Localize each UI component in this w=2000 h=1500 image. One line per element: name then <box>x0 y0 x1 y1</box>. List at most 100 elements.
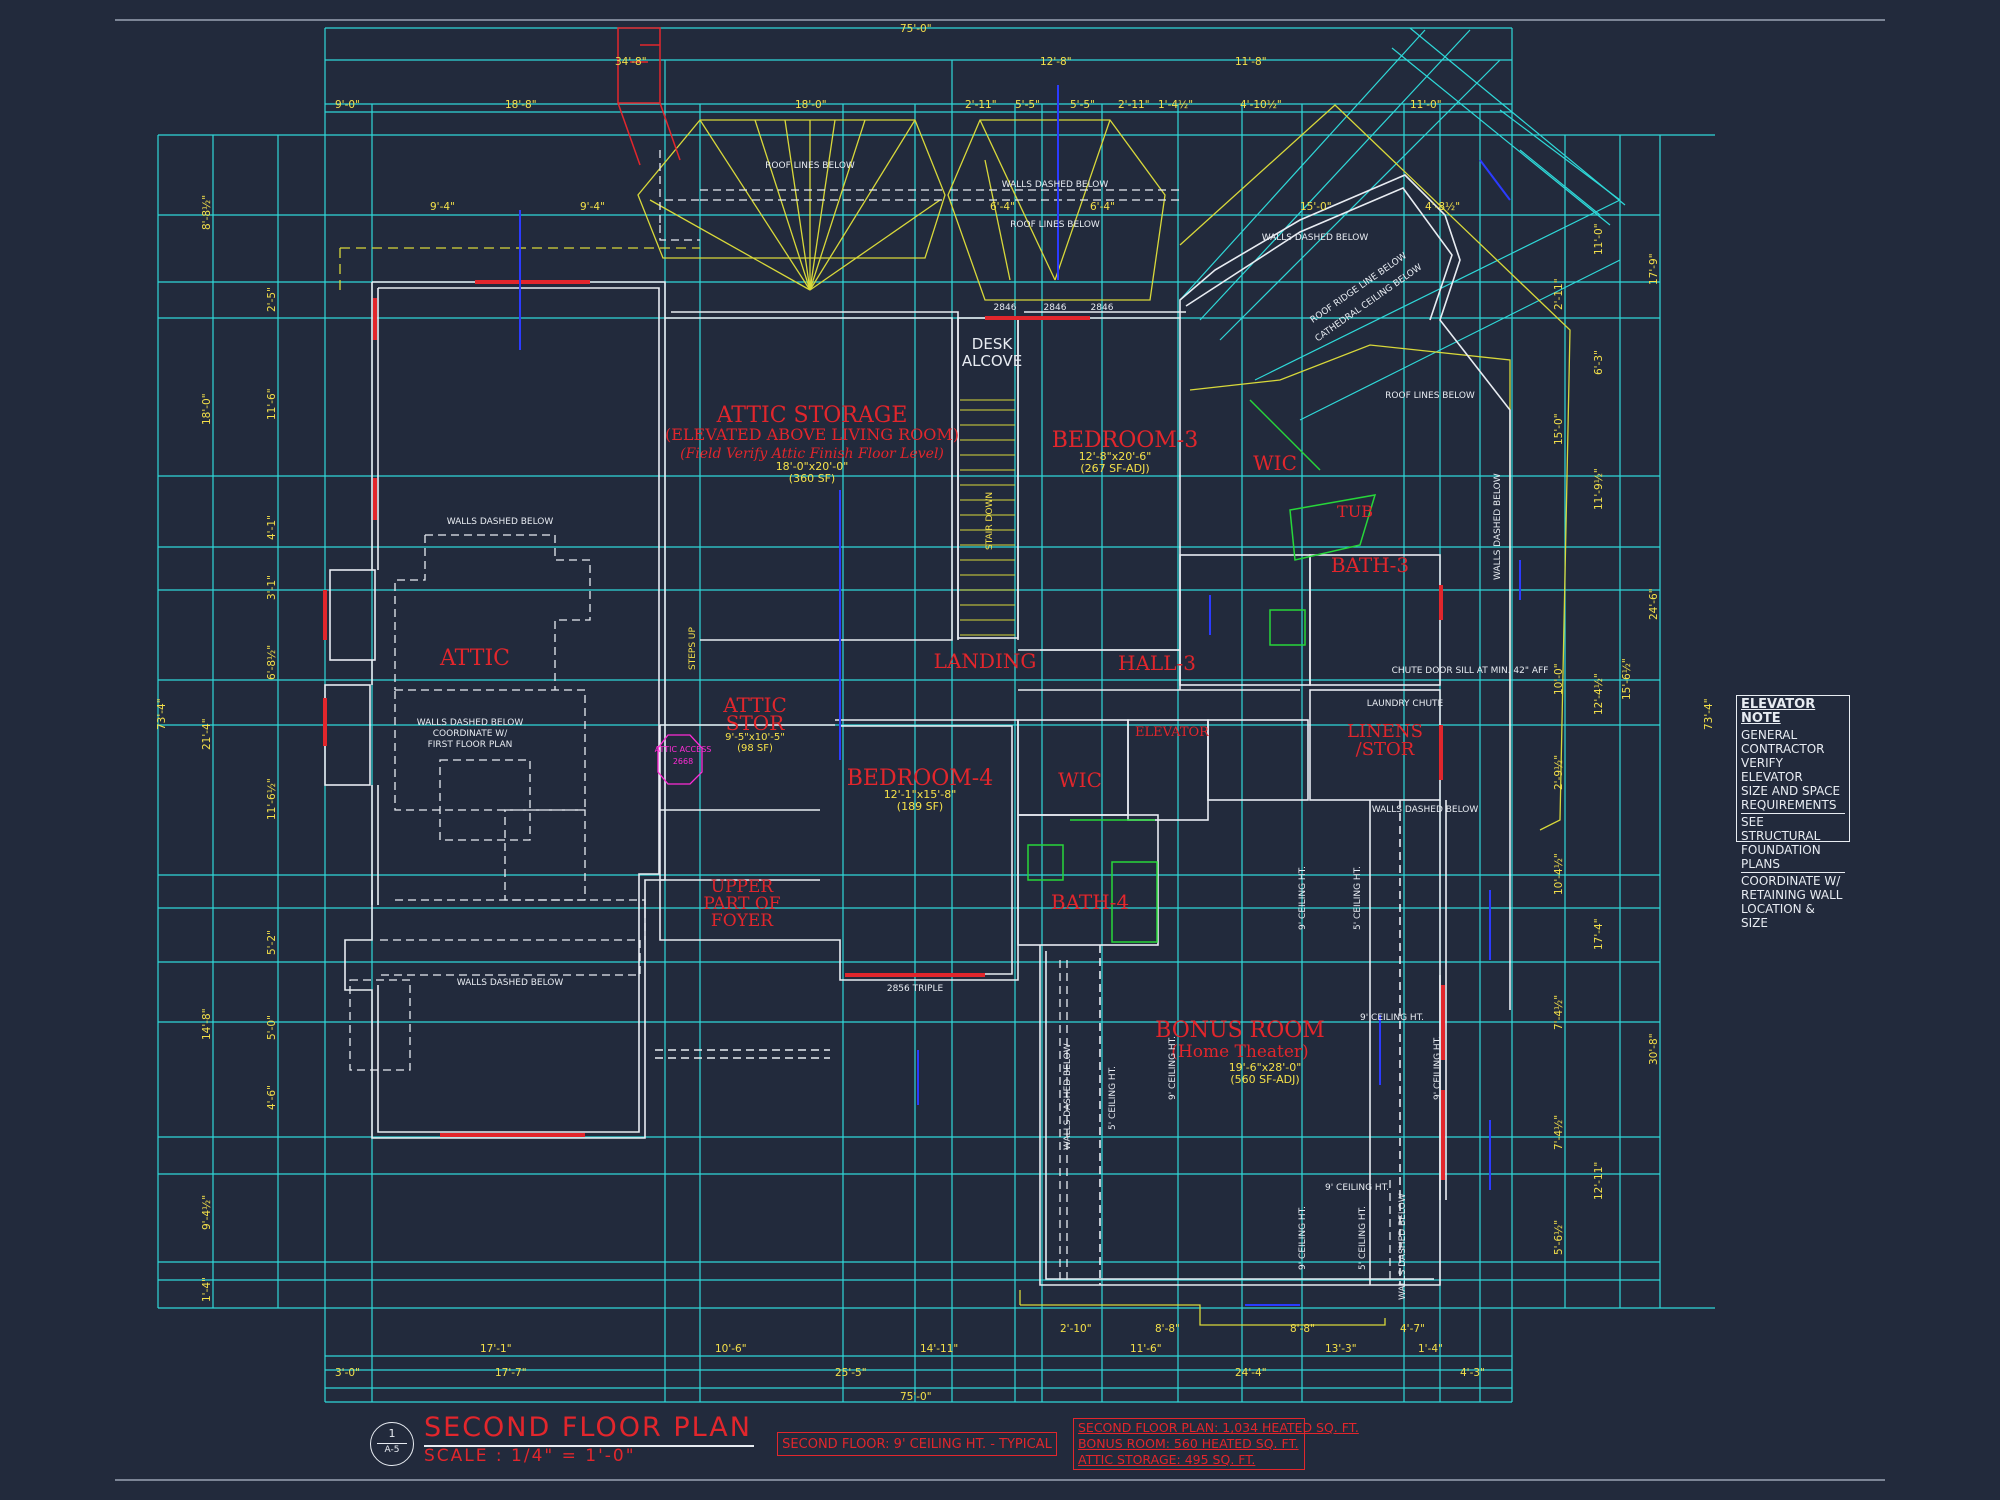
note-roof-lines-1: ROOF LINES BELOW <box>765 161 855 171</box>
dim-text: 9'-0" <box>335 99 360 111</box>
room-linens-1: LINENS <box>1347 721 1423 742</box>
detail-callout: 1 A-5 <box>370 1422 414 1466</box>
dim-text: 15'-0" <box>1553 413 1565 445</box>
room-wic-2: WIC <box>1058 768 1102 792</box>
note-ceiling-5-a: 5' CEILING HT. <box>1108 1066 1118 1130</box>
dim-text: 6'-8½" <box>266 645 278 680</box>
dim-text: 11'-9½" <box>1593 468 1605 510</box>
elevator-note-line: REQUIREMENTS <box>1741 798 1837 812</box>
area-summary: SECOND FLOOR PLAN: 1,034 HEATED SQ. FT. … <box>1073 1418 1359 1470</box>
room-attic-stor-2: STOR <box>726 711 785 735</box>
dimension-texts: 75'-0" 75'-0" 73'-4" 73'-4" 34'-8" 12'-8… <box>156 23 1715 1403</box>
room-attic-storage-size: 18'-0"x20'-0" <box>776 460 849 473</box>
room-attic-storage: ATTIC STORAGE <box>716 403 908 428</box>
dim-text: 8'-8" <box>1290 1323 1315 1335</box>
elevator-note-line: COORDINATE W/ <box>1741 874 1841 888</box>
dim-text: 11'-8" <box>1235 56 1267 68</box>
sheet-number: A-5 <box>384 1445 400 1455</box>
dim-text: 14'-11" <box>920 1343 958 1355</box>
note-ceiling-9-b: 9' CEILING HT. <box>1325 1183 1389 1193</box>
room-bonus-sub: (Home Theater) <box>1171 1042 1308 1062</box>
dim-text: 30'-8" <box>1648 1033 1660 1065</box>
note-steps-up: STEPS UP <box>688 627 698 670</box>
room-bedroom-4: BEDROOM-4 <box>847 766 993 791</box>
note-walls-dashed-8: WALLS DASHED BELOW <box>1493 473 1503 580</box>
room-desk-2: ALCOVE <box>962 352 1022 370</box>
note-ceiling-9-c: 9' CEILING HT. <box>1168 1036 1178 1100</box>
dim-text: 18'-0" <box>201 393 213 425</box>
note-roof-lines-3: ROOF LINES BELOW <box>1385 391 1475 401</box>
dim-text: 2'-11" <box>965 99 997 111</box>
dim-text: 17'-7" <box>495 1367 527 1379</box>
dim-text: 17'-1" <box>480 1343 512 1355</box>
room-hall: HALL-3 <box>1118 651 1196 675</box>
room-bath-3: BATH-3 <box>1331 553 1409 577</box>
note-walls-dashed-7: WALLS DASHED BELOW <box>1398 1193 1408 1300</box>
dim-text: 12'-11" <box>1593 1162 1605 1200</box>
note-laundry: LAUNDRY CHUTE <box>1367 699 1444 709</box>
dim-text: 1'-4" <box>1418 1343 1443 1355</box>
room-upper-foyer-2: PART OF <box>703 894 780 914</box>
dim-text: 4'-1" <box>266 515 278 540</box>
dim-text: 5'-6½" <box>1553 1220 1565 1255</box>
dim-text: 4'-8½" <box>1425 201 1460 213</box>
room-bedroom-3-size: 12'-8"x20'-6" <box>1079 450 1152 463</box>
room-labels: ATTIC ATTIC STORAGE (ELEVATED ABOVE LIVI… <box>439 335 1423 1086</box>
dim-overall-left: 73'-4" <box>156 698 168 730</box>
area-line: SECOND FLOOR PLAN: 1,034 HEATED SQ. FT. <box>1078 1420 1359 1435</box>
elevator-note-line: FOUNDATION PLANS <box>1741 843 1821 871</box>
dim-text: 34'-8" <box>615 56 647 68</box>
dim-text: 2'-11" <box>1553 278 1565 310</box>
dim-text: 7'-4½" <box>1553 1115 1565 1150</box>
dim-text: 2'-11" <box>1118 99 1150 111</box>
note-coordinate-2: COORDINATE W/ <box>433 729 508 739</box>
dim-text: 4'-6" <box>266 1085 278 1110</box>
dim-text: 11'-0" <box>1410 99 1442 111</box>
note-coordinate-3: FIRST FLOOR PLAN <box>428 740 513 750</box>
dim-text: 18'-0" <box>795 99 827 111</box>
detail-divider <box>377 1443 407 1444</box>
area-line: ATTIC STORAGE: 495 SQ. FT. <box>1078 1452 1256 1467</box>
dim-text: 4'-7" <box>1400 1323 1425 1335</box>
dim-text: 3'-1" <box>266 575 278 600</box>
dim-text: 12'-4½" <box>1593 673 1605 715</box>
dim-text: 6'-4" <box>990 201 1015 213</box>
elevator-note-line: SEE STRUCTURAL <box>1741 815 1821 843</box>
dim-text: 2'-9½" <box>1553 755 1565 790</box>
room-desk-1: DESK <box>972 335 1014 353</box>
note-walls-dashed-1: WALLS DASHED BELOW <box>1002 180 1109 190</box>
dim-text: 13'-3" <box>1325 1343 1357 1355</box>
blue-markers <box>519 85 1521 1306</box>
dim-text: 5'-0" <box>266 1015 278 1040</box>
note-walls-dashed-5: WALLS DASHED BELOW <box>1372 805 1479 815</box>
dim-text: 6'-4" <box>1090 201 1115 213</box>
dim-text: 1'-4" <box>201 1277 213 1302</box>
stair-notes: STAIR DOWN STEPS UP <box>688 492 995 670</box>
room-upper-foyer-1: UPPER <box>711 877 775 897</box>
note-ceiling-5-c: 5' CEILING HT. <box>1358 1206 1368 1270</box>
chimney <box>617 27 681 166</box>
area-line: BONUS ROOM: 560 HEATED SQ. FT. <box>1078 1436 1299 1451</box>
dim-text: 9'-4" <box>430 201 455 213</box>
dim-text: 18'-8" <box>505 99 537 111</box>
dimension-lines <box>157 27 1715 1403</box>
note-window-2846-a: 2846 <box>994 303 1017 313</box>
room-wic-1: WIC <box>1253 451 1297 475</box>
dim-text: 4'-10½" <box>1240 99 1282 111</box>
room-attic-storage-area: (360 SF) <box>789 472 835 485</box>
dim-text: 10'-4½" <box>1553 853 1565 895</box>
note-attic-access-size: 2668 <box>673 757 693 766</box>
elevator-note-line: GENERAL CONTRACTOR <box>1741 728 1825 756</box>
room-linens-2: /STOR <box>1356 739 1415 760</box>
dim-text: 9'-4½" <box>201 1195 213 1230</box>
dim-overall-bottom: 75'-0" <box>900 1391 932 1403</box>
dim-text: 21'-4" <box>201 718 213 750</box>
room-attic-stor-1: ATTIC <box>722 693 787 717</box>
dim-text: 11'-6" <box>1130 1343 1162 1355</box>
note-walls-dashed-2: WALLS DASHED BELOW <box>1262 233 1369 243</box>
plan-scale: SCALE : 1/4" = 1'-0" <box>424 1446 636 1466</box>
attic-access: ATTIC ACCESS 2668 <box>655 734 711 785</box>
note-ceiling-9-f: 9' CEILING HT. <box>1298 1206 1308 1270</box>
dim-text: 25'-5" <box>835 1367 867 1379</box>
